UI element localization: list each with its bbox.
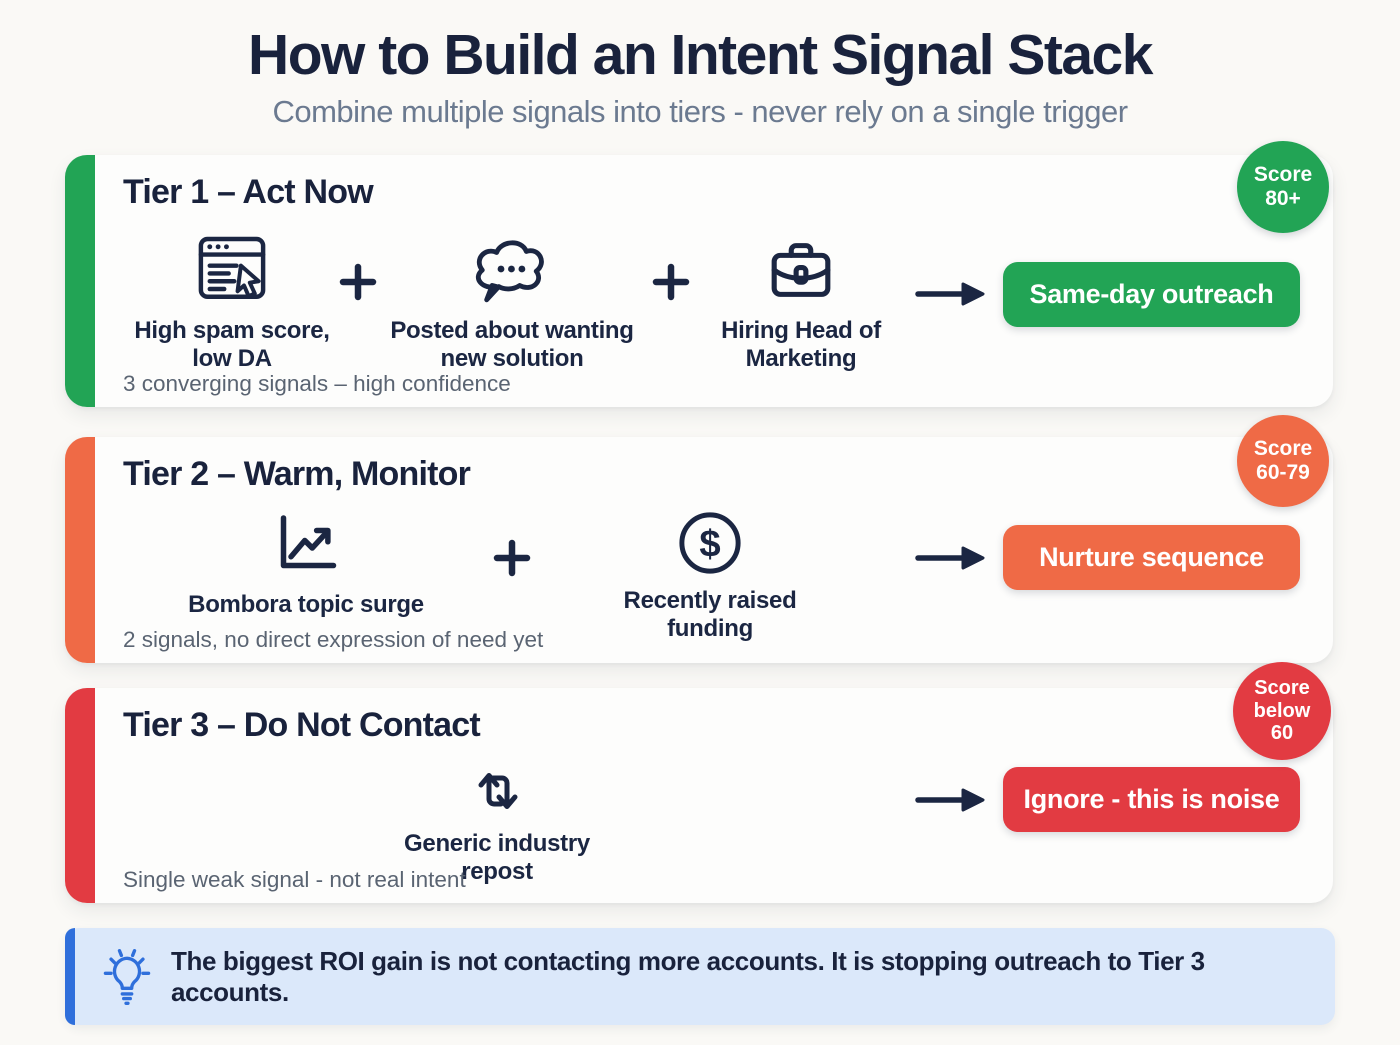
badge-line: below: [1253, 699, 1311, 722]
badge-line: Score: [1253, 437, 1313, 461]
tier-2-footnote: 2 signals, no direct expression of need …: [123, 627, 544, 652]
tier-2-accent-bar: [65, 437, 95, 663]
signal-bombora-topic-surge: Bombora topic surge: [186, 503, 426, 619]
tier-3-card: Tier 3 – Do Not Contact Generic industry…: [65, 662, 1333, 903]
speech-bubble-icon: [475, 240, 544, 303]
signal-posted-about-solution: Posted about wanting new solution: [377, 229, 647, 374]
signal-label: Recently raised funding: [623, 587, 797, 643]
tier-1-accent-bar: [65, 155, 95, 407]
plus-icon: [339, 263, 377, 301]
insight-callout: The biggest ROI gain is not contacting m…: [65, 928, 1335, 1025]
signal-generic-industry-repost: Generic industry repost: [387, 758, 607, 887]
signal-label: Hiring Head of Marketing: [721, 317, 881, 373]
svg-text:$: $: [699, 523, 720, 566]
badge-line: Score: [1253, 163, 1313, 187]
tier-1-card: Tier 1 – Act Now High spam score, low DA: [65, 141, 1333, 407]
page-subtitle: Combine multiple signals into tiers - ne…: [272, 94, 1128, 129]
callout-accent-bar: [65, 928, 75, 1025]
action-ignore-noise: Ignore - this is noise: [1003, 767, 1300, 832]
action-nurture-sequence: Nurture sequence: [1003, 525, 1300, 590]
badge-line: Score: [1254, 677, 1310, 700]
right-arrow-icon: [915, 788, 985, 812]
dollar-circle-icon: $: [679, 512, 741, 574]
badge-line: 60: [1270, 722, 1294, 745]
tier-2-title: Tier 2 – Warm, Monitor: [123, 455, 471, 493]
right-arrow-icon: [915, 546, 985, 570]
right-arrow-icon: [915, 282, 985, 306]
tier-2-score-badge: Score 60-79: [1237, 415, 1329, 507]
signal-label: High spam score, low DA: [134, 317, 330, 373]
signal-recently-raised-funding: $ Recently raised funding: [580, 507, 840, 644]
repost-icon: [478, 773, 518, 809]
lightbulb-icon: [103, 949, 151, 1005]
signal-high-spam-score: High spam score, low DA: [127, 229, 337, 374]
tier-1-score-badge: Score 80+: [1237, 141, 1329, 233]
badge-line: 60-79: [1256, 461, 1310, 484]
trend-chart-icon: [280, 515, 337, 569]
browser-audit-icon: [198, 236, 266, 299]
page-title: How to Build an Intent Signal Stack: [248, 23, 1153, 87]
plus-icon: [493, 539, 531, 577]
signal-hiring-head-of-marketing: Hiring Head of Marketing: [701, 231, 901, 374]
signal-label: Generic industry repost: [404, 830, 590, 886]
plus-icon: [652, 263, 690, 301]
tier-1-footnote: 3 converging signals – high confidence: [123, 371, 511, 396]
tier-1-title: Tier 1 – Act Now: [123, 173, 374, 211]
tier-3-footnote: Single weak signal - not real intent: [123, 867, 466, 892]
callout-text: The biggest ROI gain is not contacting m…: [171, 945, 1205, 1007]
badge-line: 80+: [1265, 187, 1301, 210]
briefcase-icon: [771, 243, 831, 297]
action-same-day-outreach: Same-day outreach: [1003, 262, 1300, 327]
tier-3-accent-bar: [65, 688, 95, 903]
tier-3-title: Tier 3 – Do Not Contact: [123, 706, 481, 744]
signal-label: Bombora topic surge: [188, 591, 424, 618]
tier-3-score-badge: Score below 60: [1233, 662, 1331, 760]
signal-label: Posted about wanting new solution: [390, 317, 634, 373]
tier-2-card: Tier 2 – Warm, Monitor Bombora topic sur…: [65, 415, 1333, 663]
